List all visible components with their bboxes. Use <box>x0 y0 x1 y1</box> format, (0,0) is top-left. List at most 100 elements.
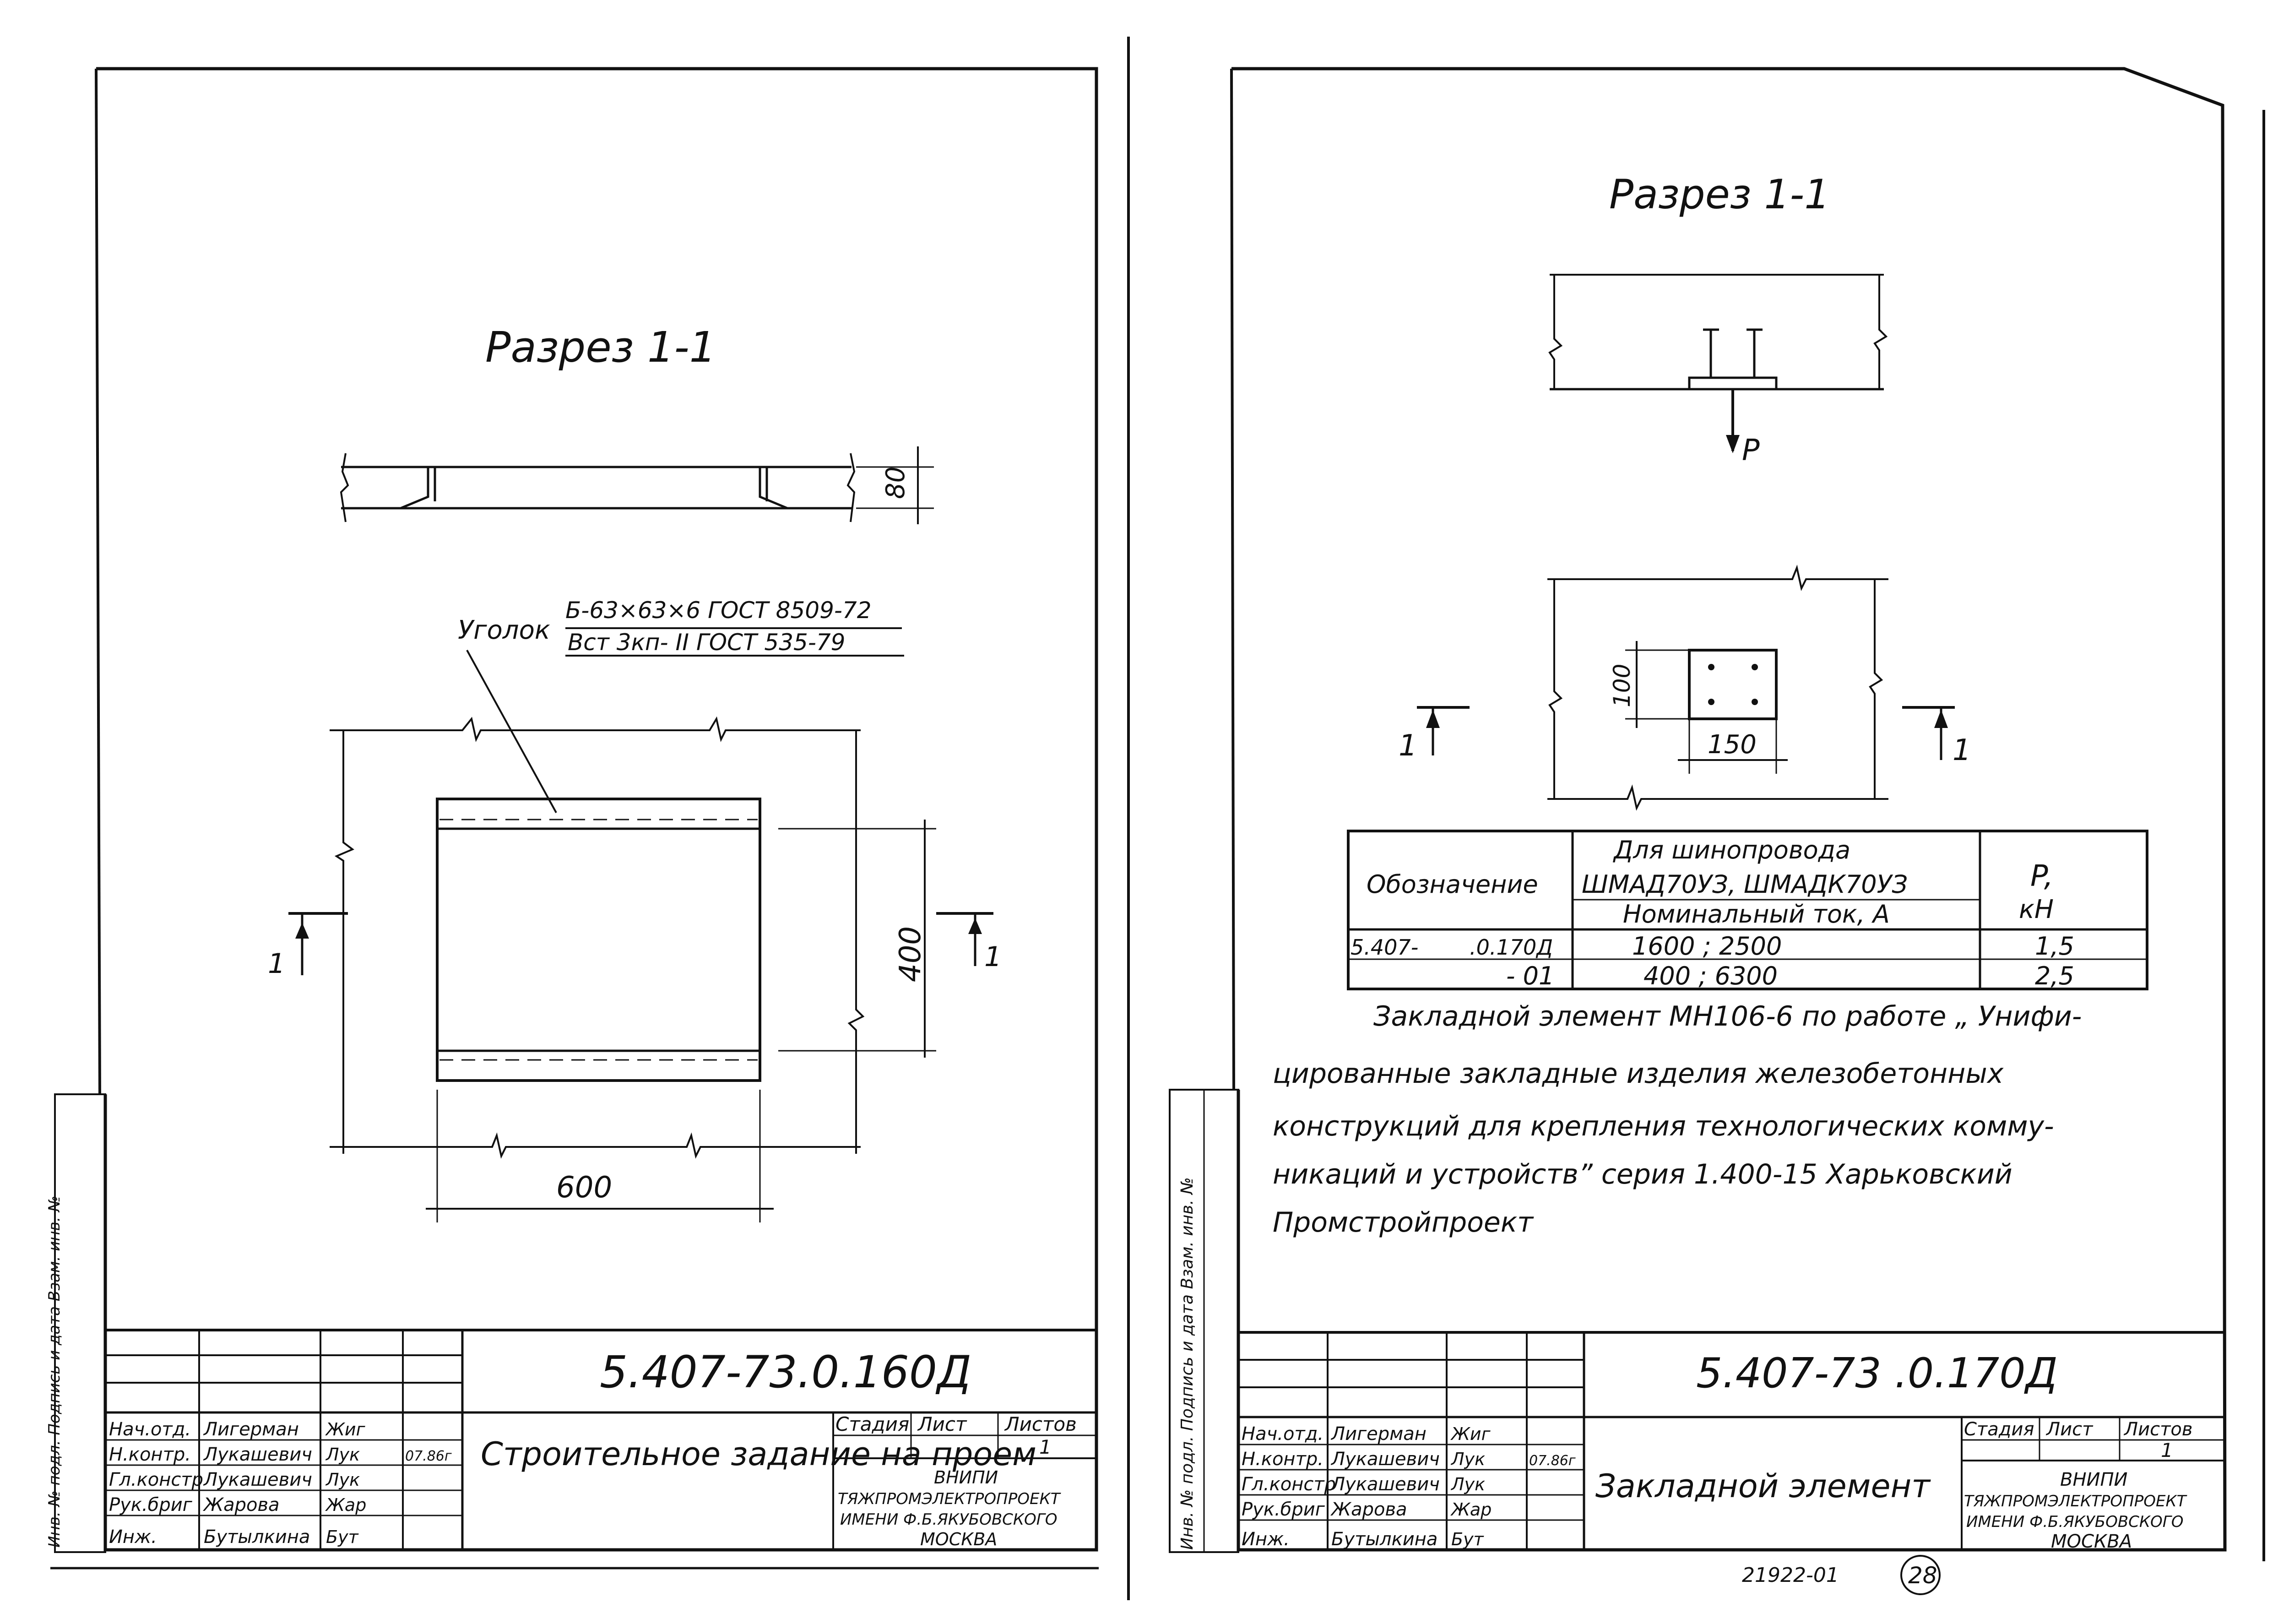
left-name-1: Лукашевич <box>203 1444 312 1465</box>
left-org-line3: ИМЕНИ Ф.Б.ЯКУБОВСКОГО <box>840 1510 1058 1529</box>
left-signature-2: Лук <box>325 1470 360 1490</box>
left-head-stage: Стадия <box>835 1413 909 1435</box>
left-role-4: Инж. <box>109 1526 157 1548</box>
left-role-3: Рук.бриг <box>109 1494 193 1515</box>
right-side-stamp: Инв. № подл. Подпись и дата Взам. инв. № <box>1169 1089 1239 1553</box>
right-name-2: Лукашевич <box>1330 1474 1440 1495</box>
right-dim-100: 100 <box>1609 664 1635 707</box>
right-title-block: 5.407-73 .0.170Д Закладной элемент Стади… <box>1238 1331 2225 1552</box>
right-head-sheet: Лист <box>2045 1419 2094 1440</box>
left-role-0: Нач.отд. <box>109 1419 191 1440</box>
left-side-stamp: Инв. № подл. Подпись и дата Взам. инв. № <box>45 1093 106 1553</box>
left-sheets-value: 1 <box>1039 1436 1052 1458</box>
right-section-title: Разрез 1-1 <box>1609 171 1830 218</box>
archive-number: 21922-01 <box>1742 1564 1839 1587</box>
page-number: 28 <box>1908 1562 1937 1589</box>
angle-spec-bottom: Вст 3кп- II ГОСТ 535-79 <box>568 629 846 656</box>
table-row-1-current: 400 ; 6300 <box>1644 961 1778 990</box>
right-plan-view: 100 150 1 1 <box>1399 565 1971 811</box>
table-row-0-code-a: 5.407- <box>1351 935 1418 960</box>
left-name-3: Жарова <box>202 1494 280 1515</box>
left-signature-1: Лук <box>325 1445 360 1465</box>
right-frame <box>1231 67 2227 1552</box>
right-load-table: Обозначение Для шинопровода ШМАД70УЗ, ШМ… <box>1347 830 2148 990</box>
left-dim-600: 600 <box>556 1171 612 1205</box>
angle-label: Уголок <box>458 615 550 645</box>
right-signature-1: Лук <box>1450 1449 1485 1469</box>
right-role-0: Нач.отд. <box>1242 1423 1323 1445</box>
right-sheets-value: 1 <box>2161 1439 2173 1461</box>
right-name-1: Лукашевич <box>1330 1449 1440 1470</box>
left-name-2: Лукашевич <box>203 1469 312 1490</box>
right-role-4: Инж. <box>1242 1529 1290 1550</box>
right-date: 07.86г <box>1529 1453 1576 1469</box>
right-org-line4: МОСКВА <box>2051 1531 2132 1552</box>
right-section-view: P <box>1548 274 1888 467</box>
left-signature-0: Жиг <box>325 1419 366 1439</box>
note-line-1: цированные закладные изделия железобетон… <box>1273 1058 2004 1090</box>
left-role-1: Н.контр. <box>109 1444 191 1465</box>
note-line-2: конструкций для крепления технологически… <box>1273 1110 2054 1142</box>
left-org-line4: МОСКВА <box>920 1529 997 1549</box>
right-org-line2: ТЯЖПРОМЭЛЕКТРОПРОЕКТ <box>1964 1492 2187 1510</box>
left-signature-4: Бут <box>326 1527 359 1547</box>
table-col2-header-mid: ШМАД70УЗ, ШМАДК70УЗ <box>1582 870 1908 899</box>
table-row-0-current: 1600 ; 2500 <box>1632 932 1782 961</box>
left-org-line2: ТЯЖПРОМЭЛЕКТРОПРОЕКТ <box>838 1490 1061 1508</box>
right-cut-mark-left: 1 <box>1399 729 1417 763</box>
right-signature-3: Жар <box>1450 1499 1492 1520</box>
right-load-label: P <box>1742 434 1760 467</box>
table-col2-header-top: Для шинопровода <box>1613 836 1850 864</box>
right-dim-150: 150 <box>1708 730 1757 760</box>
right-cut-mark-right: 1 <box>1953 733 1971 767</box>
left-frame <box>96 67 1098 1552</box>
right-head-sheets: Листов <box>2123 1419 2192 1440</box>
note-line-0: Закладной элемент МН106-6 по работе „ Ун… <box>1373 1000 2082 1032</box>
table-col3-header-top: P, <box>2030 859 2053 893</box>
table-row-0-p: 1,5 <box>2035 932 2074 961</box>
left-section-title: Разрез 1-1 <box>485 323 716 372</box>
right-title: Закладной элемент <box>1595 1467 1931 1505</box>
left-org-line1: ВНИПИ <box>934 1467 998 1488</box>
left-dim-400: 400 <box>894 926 928 982</box>
left-head-sheet: Лист <box>917 1413 967 1435</box>
right-doc-code: 5.407-73 .0.170Д <box>1696 1349 2058 1397</box>
left-role-2: Гл.констр <box>109 1469 203 1490</box>
table-col2-header-bottom: Номинальный ток, А <box>1623 900 1890 929</box>
right-org-line1: ВНИПИ <box>2060 1469 2127 1490</box>
table-row-0-code-b: .0.170Д <box>1470 935 1553 960</box>
left-side-label: Инв. № подл. Подпись и дата Взам. инв. № <box>45 1195 64 1548</box>
left-signature-3: Жар <box>325 1495 366 1515</box>
right-name-4: Бутылкина <box>1331 1529 1437 1550</box>
right-note: Закладной элемент МН106-6 по работе „ Ун… <box>1273 1000 2082 1238</box>
right-role-3: Рук.бриг <box>1242 1499 1325 1520</box>
right-head-stage: Стадия <box>1964 1419 2034 1440</box>
right-signature-4: Бут <box>1451 1529 1485 1549</box>
right-role-1: Н.контр. <box>1242 1449 1323 1470</box>
left-dim-80: 80 <box>881 467 911 499</box>
note-line-4: Промстройпроект <box>1273 1206 1534 1238</box>
left-sheet: Инв. № подл. Подпись и дата Взам. инв. №… <box>45 67 1098 1553</box>
left-name-4: Бутылкина <box>204 1526 310 1548</box>
table-col3-header-bottom: кН <box>2019 895 2054 924</box>
right-role-2: Гл.констр <box>1242 1474 1336 1495</box>
note-line-3: никаций и устройств” серия 1.400-15 Харь… <box>1273 1158 2012 1190</box>
right-side-label: Инв. № подл. Подпись и дата Взам. инв. № <box>1178 1177 1197 1550</box>
right-frame-edge <box>1230 68 1235 1090</box>
right-org-line3: ИМЕНИ Ф.Б.ЯКУБОВСКОГО <box>1966 1513 2184 1531</box>
table-col1-header: Обозначение <box>1367 870 1538 899</box>
left-date: 07.86г <box>405 1448 452 1464</box>
left-cut-mark-left: 1 <box>268 948 285 980</box>
left-section-view: 80 <box>340 446 934 524</box>
table-row-1-code-b: - 01 <box>1506 961 1554 990</box>
left-head-sheets: Листов <box>1004 1413 1077 1435</box>
right-name-3: Жарова <box>1330 1499 1407 1520</box>
left-name-0: Лигерман <box>203 1419 299 1440</box>
angle-spec-top: Б-63×63×6 ГОСТ 8509-72 <box>565 597 872 624</box>
left-frame-edge <box>95 68 101 1095</box>
table-row-1-p: 2,5 <box>2035 961 2074 990</box>
right-signature-2: Лук <box>1450 1474 1485 1494</box>
left-plan-view: 400 600 1 1 <box>268 716 1002 1222</box>
left-title: Строительное задание на проем <box>481 1435 1036 1473</box>
right-name-0: Лигерман <box>1330 1423 1427 1445</box>
